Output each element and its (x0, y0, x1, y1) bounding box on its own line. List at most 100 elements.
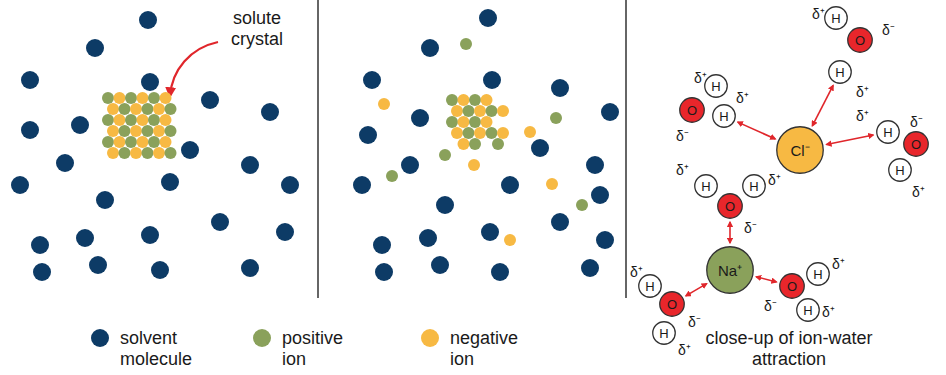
positive-ion (102, 114, 114, 126)
atom-symbol: O (717, 193, 743, 219)
negative-ion (524, 126, 536, 138)
solvent-molecule (56, 154, 74, 172)
positive-ion (486, 105, 498, 117)
positive-ion (148, 92, 160, 104)
positive-ion (165, 103, 177, 115)
atom-circle (705, 75, 728, 98)
solvent-molecule (531, 139, 549, 157)
solvent-molecule (436, 196, 454, 214)
atom-circle (848, 28, 873, 53)
solvent-molecule (241, 259, 259, 277)
negative-ion (160, 92, 172, 104)
atom-circle (889, 159, 912, 182)
positive-ion (102, 92, 114, 104)
atom-circle (777, 127, 824, 174)
negative-ion (130, 147, 142, 159)
solvent-molecule (421, 39, 439, 57)
positive-ion (446, 116, 458, 128)
atom-circle (695, 175, 718, 198)
solvent-molecule (375, 263, 393, 281)
atom-symbol: O (679, 97, 705, 123)
hydrogen-atom: H (652, 321, 676, 345)
atom-symbol: Cl⁻ (776, 126, 824, 174)
solvent-molecule (591, 186, 609, 204)
oxygen-atom: O (659, 291, 685, 317)
atom-circle (780, 274, 805, 299)
solvent-molecule (201, 91, 219, 109)
oxygen-atom: O (679, 97, 705, 123)
negative-ion (160, 136, 172, 148)
positive-ion (446, 94, 458, 106)
atom-circle (807, 263, 830, 286)
negative-ion (153, 103, 165, 115)
hydrogen-atom: H (712, 104, 736, 128)
hydrogen-atom: H (796, 298, 820, 322)
pointer-arrow (170, 42, 218, 96)
negative-ion (458, 138, 470, 150)
solvent-molecule (601, 103, 619, 121)
atom-symbol: H (828, 60, 852, 84)
atom-symbol: Na⁺ (706, 246, 754, 294)
partial-charge: δ⁻ (764, 298, 777, 314)
legend-text: solvent molecule (120, 328, 210, 370)
atom-symbol: H (806, 262, 830, 286)
positive-ion (550, 112, 562, 124)
partial-charge: δ⁺ (822, 304, 835, 320)
solvent-molecule (21, 71, 39, 89)
positive-ion (463, 127, 475, 139)
attraction-arrow (826, 135, 873, 145)
solvent-molecule (11, 176, 29, 194)
partial-charge: δ⁻ (676, 128, 689, 144)
solvent-molecule (31, 236, 49, 254)
negative-ion (546, 178, 558, 190)
atom-symbol: H (824, 6, 848, 30)
attraction-arrow (686, 284, 707, 296)
atom-circle (904, 132, 929, 157)
panel-divider (625, 0, 627, 298)
panel-divider (317, 0, 319, 298)
partial-charge: δ⁻ (910, 114, 923, 130)
atom-circle (877, 121, 900, 144)
solvent-molecule (411, 109, 429, 127)
negative-ion (137, 92, 149, 104)
solvent-molecule (353, 176, 371, 194)
legend-text: positive ion (282, 328, 352, 370)
positive-ion (125, 136, 137, 148)
positive-ion (148, 136, 160, 148)
oxygen-atom: O (903, 131, 929, 157)
negative-ion (378, 98, 390, 110)
negative-ion (114, 136, 126, 148)
chloride-ion: Cl⁻ (776, 126, 824, 174)
solvent-molecule (211, 213, 229, 231)
positive-ion (165, 147, 177, 159)
positive-ion (469, 138, 481, 150)
positive-ion (486, 127, 498, 139)
negative-ion (160, 114, 172, 126)
positive-ion (439, 149, 451, 161)
atom-symbol: H (742, 174, 766, 198)
atom-circle (825, 7, 848, 30)
solvent-molecule (586, 156, 604, 174)
negative-ion (153, 125, 165, 137)
negative-ion (497, 127, 509, 139)
atom-circle (743, 175, 766, 198)
partial-charge: δ⁺ (736, 90, 749, 106)
solvent-molecule (491, 263, 509, 281)
solvent-molecule (276, 223, 294, 241)
oxygen-atom: O (779, 273, 805, 299)
solvent-molecule (21, 121, 39, 139)
atom-symbol: H (704, 74, 728, 98)
legend-swatch (253, 329, 271, 347)
atom-symbol: H (876, 120, 900, 144)
particles (11, 9, 619, 281)
solvent-molecule (551, 213, 569, 231)
positive-ion (142, 147, 154, 159)
positive-ion (469, 94, 481, 106)
sodium-ion: Na⁺ (706, 246, 754, 294)
solvent-molecule (483, 71, 501, 89)
atom-circle (680, 98, 705, 123)
partial-charge: δ⁺ (812, 6, 825, 22)
positive-ion (460, 38, 472, 50)
partial-charge: δ⁻ (882, 22, 895, 38)
solvent-molecule (373, 236, 391, 254)
